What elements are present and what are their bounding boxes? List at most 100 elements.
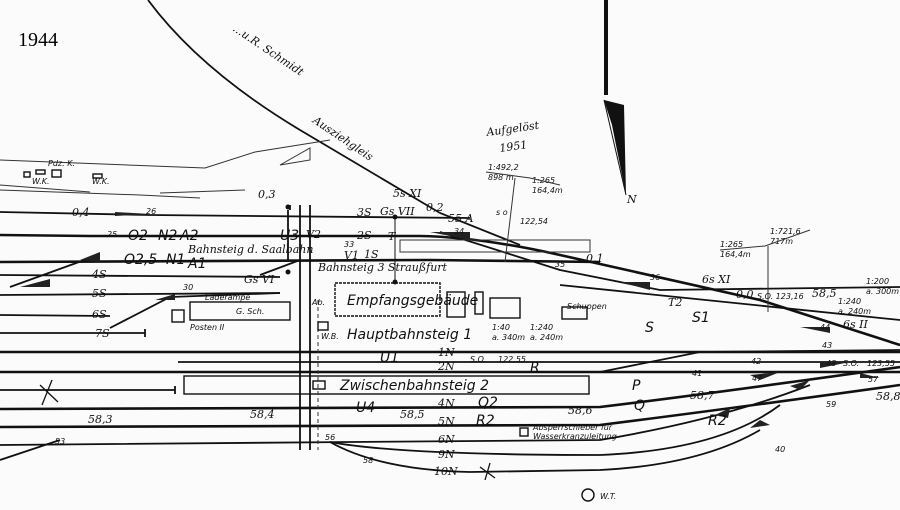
points-k59: 59: [826, 400, 836, 409]
signal-o25: O2,5: [124, 252, 157, 268]
signal-u4: U4: [356, 400, 375, 416]
pdzk-label: Pdz. K.: [48, 159, 75, 168]
saalbahn-platform-label: Bahnsteig d. Saalbahn: [187, 243, 313, 256]
platform-3-label: Bahnsteig 3 Straußfurt: [317, 261, 448, 274]
points-k33: 33: [344, 240, 354, 249]
valve-label: Absperrschieber für: [532, 423, 613, 432]
signal-r2b: R2: [708, 413, 727, 429]
track-1n-label: 1N: [438, 346, 455, 359]
points-k34: 34: [454, 227, 464, 236]
signal-a1: A1: [187, 256, 206, 272]
signal-gs6: Gs VI: [244, 273, 275, 286]
wk2-label: W.K.: [92, 177, 110, 186]
post-label: Posten II: [190, 323, 225, 332]
gradients-g8: 1:40: [492, 323, 510, 332]
point-numbers: 26 25 30 33 34 35 36 40 41 42 43 44 47 4…: [55, 207, 879, 465]
north-label: N: [626, 193, 637, 206]
gradients-so2v: 123,55: [867, 359, 895, 368]
kilometres-m585b: 58,5: [812, 287, 837, 300]
signal-u3: U3: [280, 228, 299, 244]
tracks-group: [0, 211, 900, 473]
points-k47: 47: [752, 374, 763, 383]
ab-label: Ab.: [311, 298, 325, 307]
gradient-labels: 1:492,2 898 m 1:265 164,4m 122,54 1:265 …: [470, 163, 899, 368]
valve-label-2: Wasserkranzuleitung: [533, 432, 617, 441]
track-5s-label: 5S: [92, 287, 107, 300]
signal-v2: V2: [306, 228, 321, 241]
track-4n-label: 4N: [437, 397, 455, 410]
gradients-g5d: 717m: [770, 237, 793, 246]
water-tower-icon: [581, 488, 595, 502]
gradients-g4: 1:265: [720, 240, 743, 249]
kilometres-m587: 58,7: [690, 389, 715, 402]
station-label: Empfangsgebäude: [347, 293, 478, 309]
points-k43: 43: [822, 341, 832, 350]
signal-gs7: Gs VII: [380, 205, 415, 218]
platform-2-label: Zwischenbahnsteig 2: [339, 378, 489, 394]
signal-q2: Q2: [478, 395, 498, 411]
year-label: 1944: [18, 29, 58, 51]
cross-mark: [39, 379, 59, 406]
kilometres-m583: 58,3: [88, 413, 113, 426]
signal-labels: O2 O2,5 N2 N1 A2 A1 U3 V2 V1 T T2 S S1 U…: [124, 187, 868, 429]
water-tower-label: W.T.: [600, 492, 616, 501]
signal-n2: N2: [158, 228, 177, 244]
signal-a55: 55 A: [448, 212, 473, 225]
points-k56: 56: [325, 433, 335, 442]
goods-shed: [189, 301, 291, 321]
points-k48: 48: [826, 359, 836, 368]
valve-icon: [519, 427, 529, 437]
gradients-g9d: a. 240m: [530, 333, 563, 342]
kilometres-m00: 0,0: [736, 288, 754, 301]
gradients-g7: 1:200: [866, 277, 889, 286]
gradients-g4d: 164,4m: [720, 250, 751, 259]
north-arrow-icon: N: [603, 0, 637, 206]
ramp-label: Laderampe: [205, 293, 250, 302]
gradients-g2: 1:265: [532, 176, 555, 185]
signal-t2: T2: [668, 296, 682, 309]
old-tracks: [0, 139, 331, 199]
kilometres-m584: 58,4: [250, 408, 275, 421]
gradients-g1d: 898 m: [488, 173, 514, 182]
points-k30: 30: [183, 283, 193, 292]
gradients-so3: S.O. 123,16: [757, 292, 804, 301]
kilometres-m02: 0,2: [426, 201, 444, 214]
signal-t: T: [388, 230, 397, 243]
points-k44: 44: [820, 323, 830, 332]
gradients-so0: s o: [496, 208, 508, 217]
points-k25: 25: [107, 230, 117, 239]
gradients-so1v: 122,55: [498, 355, 526, 364]
platform-1-label: Hauptbahnsteig 1: [347, 327, 472, 343]
shed-label: Schuppen: [567, 302, 607, 311]
points-k58: 58: [363, 456, 373, 465]
signal-r: R: [530, 360, 540, 376]
kilometres-m03: 0,3: [258, 188, 276, 201]
points-k53: 53: [55, 437, 65, 446]
gradients-g6: 1:240: [838, 297, 861, 306]
signal-u1: U1: [380, 350, 399, 366]
gradients-g1: 1:492,2: [488, 163, 519, 172]
points-k26: 26: [146, 207, 156, 216]
points-k41: 41: [692, 369, 702, 378]
points-k35: 35: [555, 260, 565, 269]
signal-p: P: [632, 378, 641, 394]
signal-s: S: [645, 320, 654, 336]
signal-ss11: 5s XI: [393, 187, 422, 200]
track-9n-label: 9N: [438, 448, 455, 461]
points-k42: 42: [751, 357, 761, 366]
track-1s-label: 1S: [364, 248, 379, 261]
signal-gs11: 6s XI: [702, 273, 731, 286]
track-3s-label: 3S: [357, 206, 372, 219]
wk1-label: W.K.: [32, 177, 50, 186]
track-6n-label: 6N: [438, 433, 455, 446]
kilometres-m04: 0,4: [72, 206, 90, 219]
goods-shed-label: G. Sch.: [236, 307, 264, 316]
points-k57: 57: [868, 375, 879, 384]
gradients-g8d: a. 340m: [492, 333, 525, 342]
km-markers: 0,4 0,3 0,2 0,1 0,0 58,3 58,4 58,5 58,6 …: [72, 188, 900, 426]
note-line-1: Aufgelöst: [485, 119, 541, 139]
track-2n-label: 2N: [437, 360, 455, 373]
wb-label: W.B.: [321, 332, 339, 341]
siding-label-1: ...u.R. Schmidt: [230, 22, 306, 79]
